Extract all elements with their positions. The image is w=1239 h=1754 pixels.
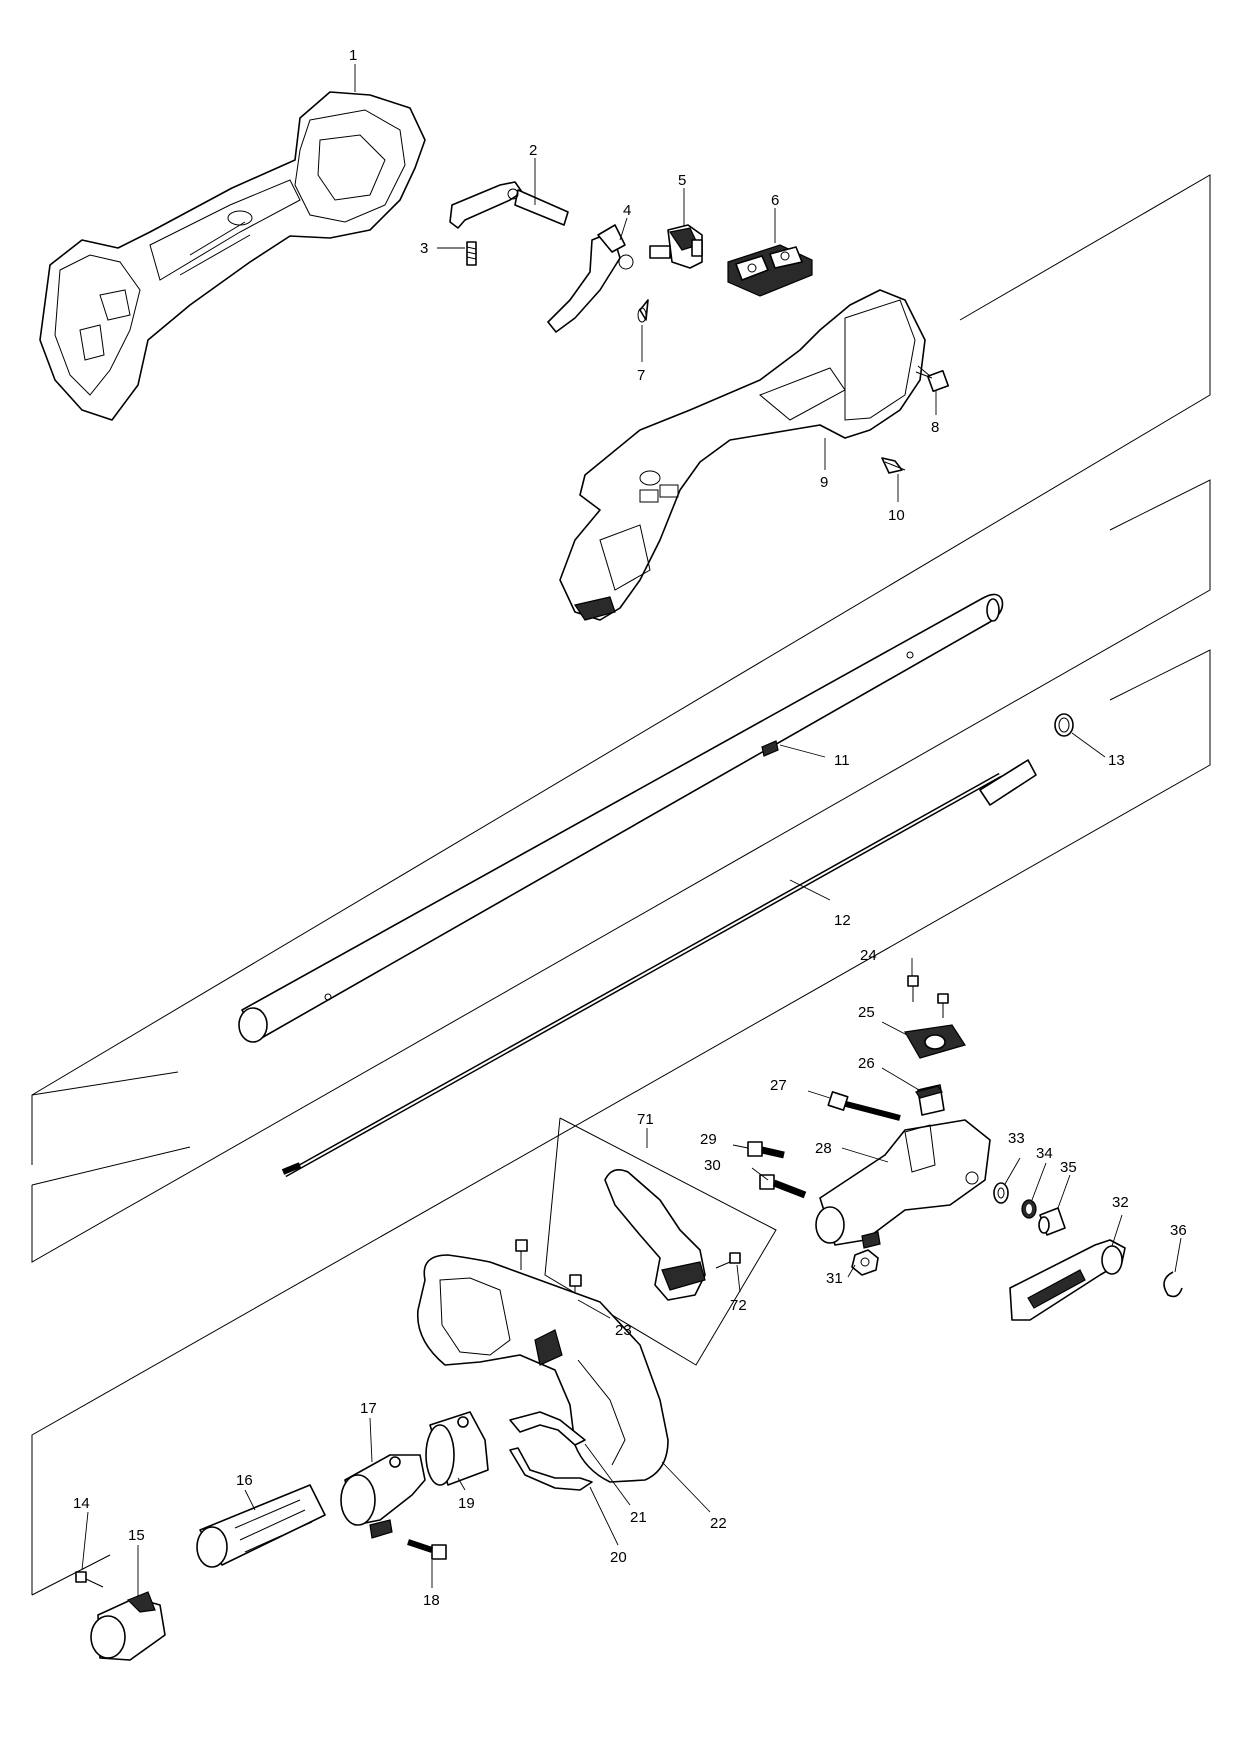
lever-assembly — [604, 1169, 706, 1301]
callout-16: 16 — [236, 1472, 253, 1489]
callout-28: 28 — [815, 1140, 832, 1157]
callout-19: 19 — [458, 1495, 475, 1512]
callout-3: 3 — [420, 240, 428, 257]
callout-2: 2 — [529, 142, 537, 159]
bolt-27 — [827, 1091, 901, 1121]
clamp-upper — [509, 1411, 586, 1446]
rubber-grip — [196, 1484, 326, 1568]
collar-19 — [425, 1411, 489, 1486]
screw-24b — [937, 993, 949, 1018]
bushing-35 — [1038, 1207, 1066, 1236]
callout-18: 18 — [423, 1592, 440, 1609]
nut-26 — [915, 1084, 945, 1116]
callout-25: 25 — [858, 1004, 875, 1021]
callout-12: 12 — [834, 912, 851, 929]
callout-14: 14 — [73, 1495, 90, 1512]
switch-unit — [649, 224, 703, 269]
bolt-30 — [759, 1174, 807, 1199]
callout-9: 9 — [820, 474, 828, 491]
grip-holder — [340, 1454, 426, 1539]
oring-34 — [1021, 1199, 1037, 1219]
callout-15: 15 — [128, 1527, 145, 1544]
callout-24: 24 — [860, 947, 877, 964]
callout-33: 33 — [1008, 1130, 1025, 1147]
loop-handle — [416, 1254, 669, 1483]
callout-35: 35 — [1060, 1159, 1077, 1176]
bolt-18 — [407, 1539, 447, 1560]
callout-5: 5 — [678, 172, 686, 189]
gear-housing-clamp — [815, 1119, 991, 1249]
drive-shaft — [281, 759, 1037, 1178]
screw-24 — [907, 975, 919, 1002]
callout-31: 31 — [826, 1270, 843, 1287]
bolt-29 — [747, 1141, 785, 1159]
callout-7: 7 — [637, 367, 645, 384]
callout-27: 27 — [770, 1077, 787, 1094]
screw-72 — [715, 1252, 741, 1269]
callout-1: 1 — [349, 47, 357, 64]
leader-lines — [81, 64, 1182, 1596]
clamp-lower — [509, 1447, 593, 1491]
callout-17: 17 — [360, 1400, 377, 1417]
callout-32: 32 — [1112, 1194, 1129, 1211]
washer-33 — [993, 1182, 1009, 1204]
screw-10 — [881, 457, 906, 474]
callout-71: 71 — [637, 1111, 654, 1128]
shaft-tube — [238, 593, 1004, 1043]
callout-20: 20 — [610, 1549, 627, 1566]
callout-8: 8 — [931, 419, 939, 436]
screw-8 — [915, 365, 950, 393]
callout-22: 22 — [710, 1515, 727, 1532]
end-cap — [90, 1591, 166, 1661]
nut-31 — [851, 1249, 879, 1276]
ring-13 — [1054, 713, 1074, 737]
callout-34: 34 — [1036, 1145, 1053, 1162]
callout-10: 10 — [888, 507, 905, 524]
callout-21: 21 — [630, 1509, 647, 1526]
screw-14 — [75, 1571, 104, 1588]
front-handle-housing — [559, 289, 926, 621]
callout-72: 72 — [730, 1297, 747, 1314]
callout-29: 29 — [700, 1131, 717, 1148]
callout-labels: 1 2 3 4 5 6 7 8 9 10 11 12 13 14 15 16 1… — [73, 47, 1187, 1609]
callout-30: 30 — [704, 1157, 721, 1174]
spring-3 — [466, 241, 477, 266]
clamp-lever — [1009, 1239, 1126, 1321]
trigger — [547, 224, 634, 333]
clamp-plate — [904, 1024, 966, 1059]
motor-housing-left — [39, 91, 426, 421]
assembly-frames — [31, 174, 1211, 1596]
callout-23: 23 — [615, 1322, 632, 1339]
button-cover — [727, 244, 813, 297]
callout-13: 13 — [1108, 752, 1125, 769]
circlip-36 — [1163, 1271, 1183, 1298]
lock-off-lever — [449, 181, 569, 229]
callout-11: 11 — [834, 752, 850, 769]
callout-26: 26 — [858, 1055, 875, 1072]
pin-7 — [637, 299, 649, 323]
callout-4: 4 — [623, 202, 631, 219]
callout-6: 6 — [771, 192, 779, 209]
callout-36: 36 — [1170, 1222, 1187, 1239]
